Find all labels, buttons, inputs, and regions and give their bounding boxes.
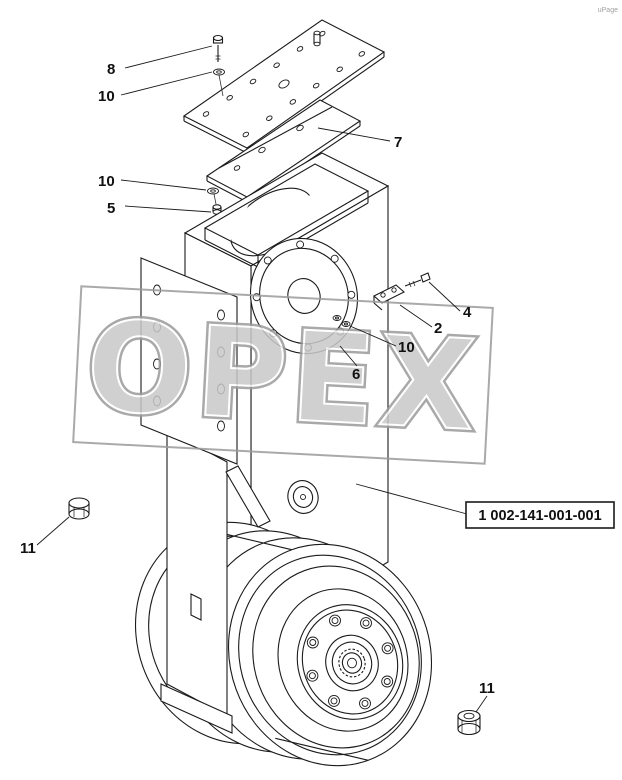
- watermark-text-outline: OPEX: [83, 295, 483, 459]
- bolt-item-4: [404, 272, 431, 288]
- washer-item-10-left: [207, 187, 219, 205]
- watermark: OPEX OPEX: [72, 285, 494, 465]
- cover-plate-pin: [313, 30, 321, 47]
- callout-labels: 8 10 7 10 5 4 2 10 6 11 11: [20, 61, 495, 697]
- callout-11-left: 11: [20, 540, 36, 557]
- part-number-box: 1 002-141-001-001: [355, 483, 615, 529]
- cap-nut-item-11-left: [68, 497, 90, 520]
- watermark-text: OPEX: [83, 295, 483, 459]
- part-number-label: 1 002-141-001-001: [478, 508, 601, 524]
- callout-4: 4: [463, 304, 472, 321]
- callout-5: 5: [107, 200, 115, 217]
- splined-bore: [338, 648, 366, 678]
- corner-mark: uPage: [598, 7, 618, 14]
- hub-flange: [296, 604, 404, 720]
- wheel-drum-assembly: [134, 521, 433, 767]
- callout-7: 7: [394, 134, 402, 151]
- callout-2: 2: [434, 320, 442, 337]
- callout-11-right: 11: [479, 680, 495, 697]
- inspection-flange: [249, 237, 359, 355]
- callout-8: 8: [107, 61, 115, 78]
- column-foot: [160, 683, 233, 734]
- bracket-item-2: [373, 284, 405, 311]
- callout-10-top: 10: [98, 88, 115, 105]
- hub-bolt: [306, 614, 394, 710]
- support-column: [166, 429, 228, 717]
- nut-item-11-right: [457, 709, 481, 736]
- cover-plate-holes: [202, 30, 366, 138]
- drain-port: [287, 480, 319, 514]
- mounting-plate: [140, 257, 238, 465]
- leader-lines: [36, 45, 488, 713]
- watermark-border: [72, 285, 494, 465]
- callout-10-right: 10: [398, 339, 415, 356]
- callout-10-left: 10: [98, 173, 115, 190]
- washers-item-10-right: [332, 315, 351, 327]
- washer-item-10-top: [213, 68, 225, 97]
- bolt-item-8: [212, 34, 224, 62]
- callout-6: 6: [352, 366, 360, 383]
- support-strut: [225, 465, 271, 528]
- column-latch: [190, 593, 202, 621]
